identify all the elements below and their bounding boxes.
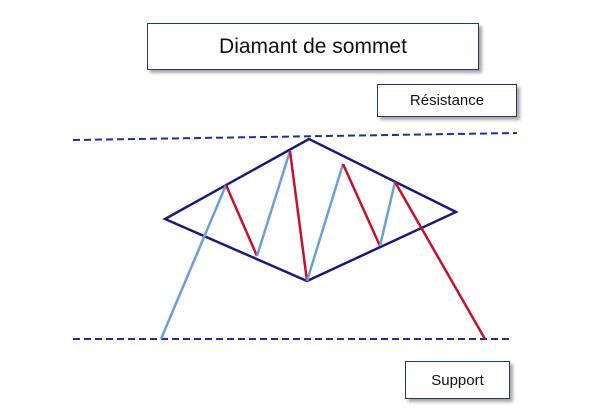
- resistance-label: Résistance: [409, 92, 485, 109]
- price-leg-falling: [288, 150, 309, 282]
- diamond-outline: [162, 137, 459, 283]
- price-leg-falling: [341, 163, 382, 247]
- price-leg-rising: [378, 181, 397, 247]
- price-leg-rising: [305, 163, 345, 282]
- support-label-box: Support: [405, 361, 510, 399]
- title-box: Diamant de sommet: [147, 23, 479, 70]
- diagram-title: Diamant de sommet: [219, 34, 407, 58]
- resistance-line: [72, 132, 518, 141]
- price-leg-rising: [159, 184, 228, 340]
- price-leg-falling: [224, 184, 259, 257]
- price-leg-falling: [393, 181, 487, 340]
- support-label: Support: [431, 371, 484, 389]
- resistance-label-box: Résistance: [377, 84, 517, 117]
- price-leg-rising: [255, 150, 292, 257]
